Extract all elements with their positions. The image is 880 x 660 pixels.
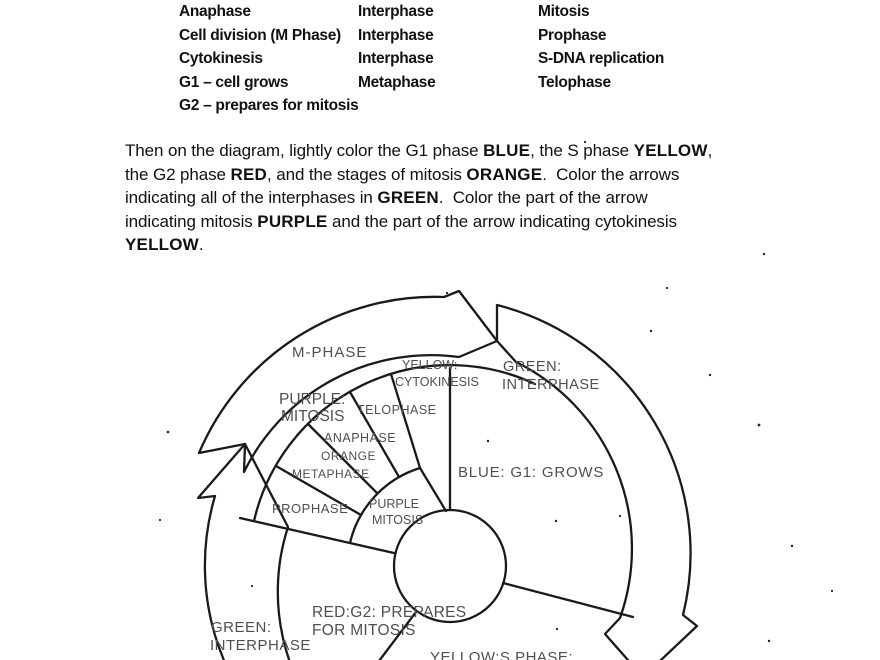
word-item: Mitosis [538, 3, 590, 20]
word-item: Telophase [538, 73, 611, 91]
s-g2-line [378, 610, 418, 660]
mitosis-inner-label: MITOSIS [372, 513, 423, 527]
instructions-line: the G2 phase RED, and the stages of mito… [125, 165, 679, 185]
s-phase-label: YELLOW:S PHASE: [430, 649, 573, 660]
instructions-line: indicating mitosis PURPLE and the part o… [125, 212, 677, 232]
instruction-text: the G2 phase [125, 164, 231, 184]
word-item: Cytokinesis [179, 50, 263, 67]
instruction-text: . Color the arrows [542, 164, 680, 184]
interphase-top-label: INTERPHASE [502, 377, 600, 393]
cell-center-circle [392, 508, 508, 624]
cytokinesis-label: CYTOKINESIS [395, 375, 479, 389]
instruction-text: and the part of the arrow indicating cyt… [327, 211, 677, 231]
telophase-label: TELOPHASE [357, 403, 437, 417]
prophase-label: PROPHASE [272, 501, 348, 516]
interphase-top-color-label: GREEN: [503, 359, 562, 375]
interphase-arrow-band-right [495, 303, 699, 660]
word-item: Metaphase [358, 73, 436, 91]
word-item: Prophase [538, 26, 607, 44]
color-word-orange: ORANGE [466, 164, 543, 184]
instruction-text: indicating all of the interphases in [125, 188, 378, 207]
word-item: Anaphase [179, 3, 251, 20]
instruction-text: , [707, 141, 713, 160]
instruction-text: Then on the diagram, lightly color the G… [125, 141, 484, 160]
color-word-green: GREEN [377, 188, 439, 207]
color-word-blue: BLUE [483, 141, 531, 160]
metaphase-anaphase-line [306, 422, 379, 495]
word-item: Interphase [358, 50, 434, 67]
g2-m-line [238, 516, 396, 555]
word-item: Interphase [358, 26, 434, 44]
g1-label: BLUE: G1: GROWS [458, 464, 604, 481]
interphase-bottom-label: INTERPHASE [210, 637, 311, 654]
color-word-yellow: YELLOW [125, 235, 199, 254]
metaphase-label: METAPHASE [292, 467, 370, 481]
word-item: Cell division (M Phase) [179, 26, 341, 44]
g2-label-line2: FOR MITOSIS [312, 622, 416, 639]
mitosis-band-label: MITOSIS [281, 408, 344, 425]
word-item: Interphase [358, 3, 434, 20]
color-word-yellow: YELLOW [633, 141, 708, 160]
anaphase-label: ANAPHASE [324, 431, 396, 445]
interphase-bottom-color-label: GREEN: [211, 619, 272, 636]
inner-ring-close-line [418, 466, 448, 513]
g2-label-line1: RED:G2: PREPARES [312, 604, 466, 621]
mitosis-band-color-label: PURPLE: [279, 391, 345, 408]
anaphase-telophase-line [348, 390, 401, 479]
instruction-text: , the S phase [530, 141, 634, 160]
instruction-text: . [198, 235, 204, 254]
instructions-line: indicating all of the interphases in GRE… [125, 188, 648, 208]
word-item: G1 – cell grows [179, 73, 289, 91]
pie-outer-arc [252, 363, 537, 523]
word-item: S-DNA replication [538, 50, 665, 67]
cytokinesis-color-label: YELLOW: [402, 358, 457, 372]
scan-speckles [158, 140, 834, 643]
instructions-line: Then on the diagram, lightly color the G… [125, 141, 712, 161]
prophase-metaphase-line [274, 464, 363, 517]
orange-label: ORANGE [321, 449, 376, 463]
m-phase-label: M-PHASE [292, 344, 367, 361]
mitosis-inner-color-label: PURPLE [369, 497, 419, 511]
inner-mitosis-ring-arc [348, 466, 422, 545]
instruction-text: indicating mitosis [125, 211, 258, 231]
color-word-red: RED [230, 164, 267, 184]
m-phase-arrow-band-top [197, 289, 499, 474]
telophase-cytokinesis-line [389, 372, 422, 470]
interphase-arrow-band-left [196, 442, 291, 660]
instruction-text: , and the stages of mitosis [267, 164, 467, 184]
instruction-text: . Color the part of the arrow [438, 188, 648, 207]
color-word-purple: PURPLE [257, 211, 328, 231]
instructions-line: YELLOW. [125, 235, 204, 255]
g1-s-line [501, 581, 635, 619]
word-item: G2 – prepares for mitosis [179, 97, 359, 114]
